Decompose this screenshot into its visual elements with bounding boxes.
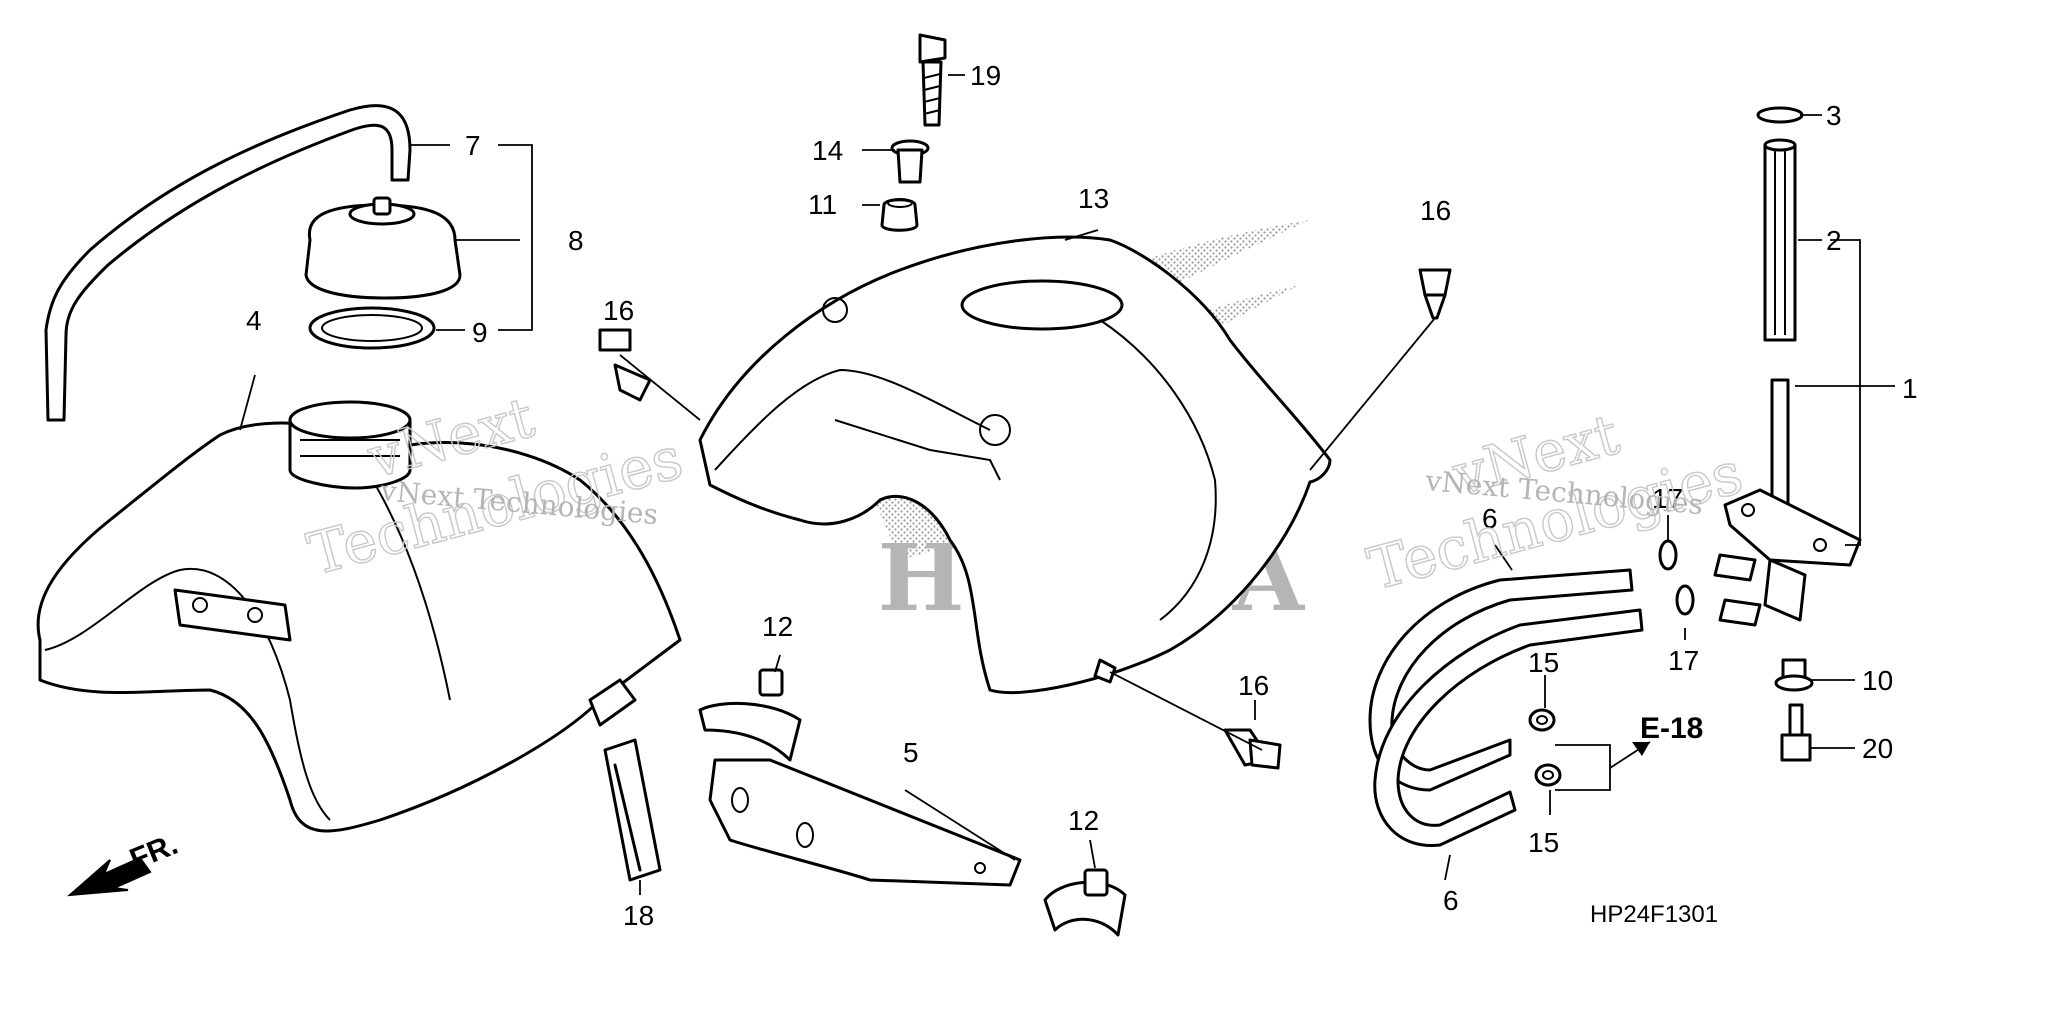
hose-clamp-15-upper xyxy=(1528,708,1556,732)
callout-6-bottom: 6 xyxy=(1443,885,1459,916)
washer-10 xyxy=(1774,658,1814,692)
reference-e18: E-18 xyxy=(1640,712,1703,745)
callout-8: 8 xyxy=(568,225,584,256)
callout-20: 20 xyxy=(1862,733,1893,764)
collar-14 xyxy=(890,139,930,184)
grommet-11 xyxy=(880,198,919,232)
tank-shroud xyxy=(698,235,1332,695)
reference-arrow xyxy=(1555,741,1651,791)
front-arrow: FR. xyxy=(67,828,182,897)
callout-1: 1 xyxy=(1902,373,1918,404)
hose-clip-17-lower xyxy=(1675,584,1695,616)
callout-14: 14 xyxy=(812,135,843,166)
callout-12-upper: 12 xyxy=(762,611,793,642)
callout-16-left: 16 xyxy=(603,295,634,326)
callout-9: 9 xyxy=(472,317,488,348)
trim-clip-16-left xyxy=(598,328,652,402)
callout-7: 7 xyxy=(465,130,481,161)
leader-lines xyxy=(239,74,1895,895)
o-ring-3 xyxy=(1756,106,1804,124)
hose-clip-upper xyxy=(698,668,802,762)
callout-16-top: 16 xyxy=(1420,195,1451,226)
trim-clip-16-top xyxy=(1418,268,1452,320)
callout-11: 11 xyxy=(808,189,837,220)
callout-5: 5 xyxy=(903,737,919,768)
callout-3: 3 xyxy=(1826,100,1842,131)
callout-15-upper: 15 xyxy=(1528,647,1559,678)
hose-clamp-15-lower xyxy=(1534,763,1562,787)
bolt-20 xyxy=(1780,703,1812,762)
callout-18: 18 xyxy=(623,900,654,931)
hose-clip-lower xyxy=(1043,868,1127,937)
tank-strap xyxy=(603,738,662,882)
callout-19: 19 xyxy=(970,60,1001,91)
callout-12-lower: 12 xyxy=(1068,805,1099,836)
cap-gasket xyxy=(308,306,436,350)
fuel-cap xyxy=(304,196,462,300)
hose-clip-17-upper xyxy=(1658,539,1678,571)
callout-17-lower: 17 xyxy=(1668,645,1699,676)
callout-10: 10 xyxy=(1862,665,1893,696)
fuel-strainer-2 xyxy=(1763,138,1797,342)
callout-15-lower: 15 xyxy=(1528,827,1559,858)
fuel-valve-1 xyxy=(1713,378,1862,627)
breather-tube xyxy=(44,104,412,422)
fuel-tank xyxy=(36,400,682,833)
watermark-right: vNext Technologies vNext Technologies xyxy=(1360,401,1750,604)
callout-2: 2 xyxy=(1826,225,1842,256)
drawing-code: HP24F1301 xyxy=(1590,901,1718,928)
callout-13: 13 xyxy=(1078,183,1109,214)
tank-bracket xyxy=(708,758,1022,887)
callout-4: 4 xyxy=(246,305,262,336)
callout-16-bottom: 16 xyxy=(1238,670,1269,701)
callout-6-top: 6 xyxy=(1482,503,1498,534)
bolt-19 xyxy=(918,33,947,127)
front-marker-label: FR. xyxy=(125,828,182,877)
callout-17-upper: 17 xyxy=(1652,483,1683,514)
fuel-hoses xyxy=(1368,568,1644,848)
